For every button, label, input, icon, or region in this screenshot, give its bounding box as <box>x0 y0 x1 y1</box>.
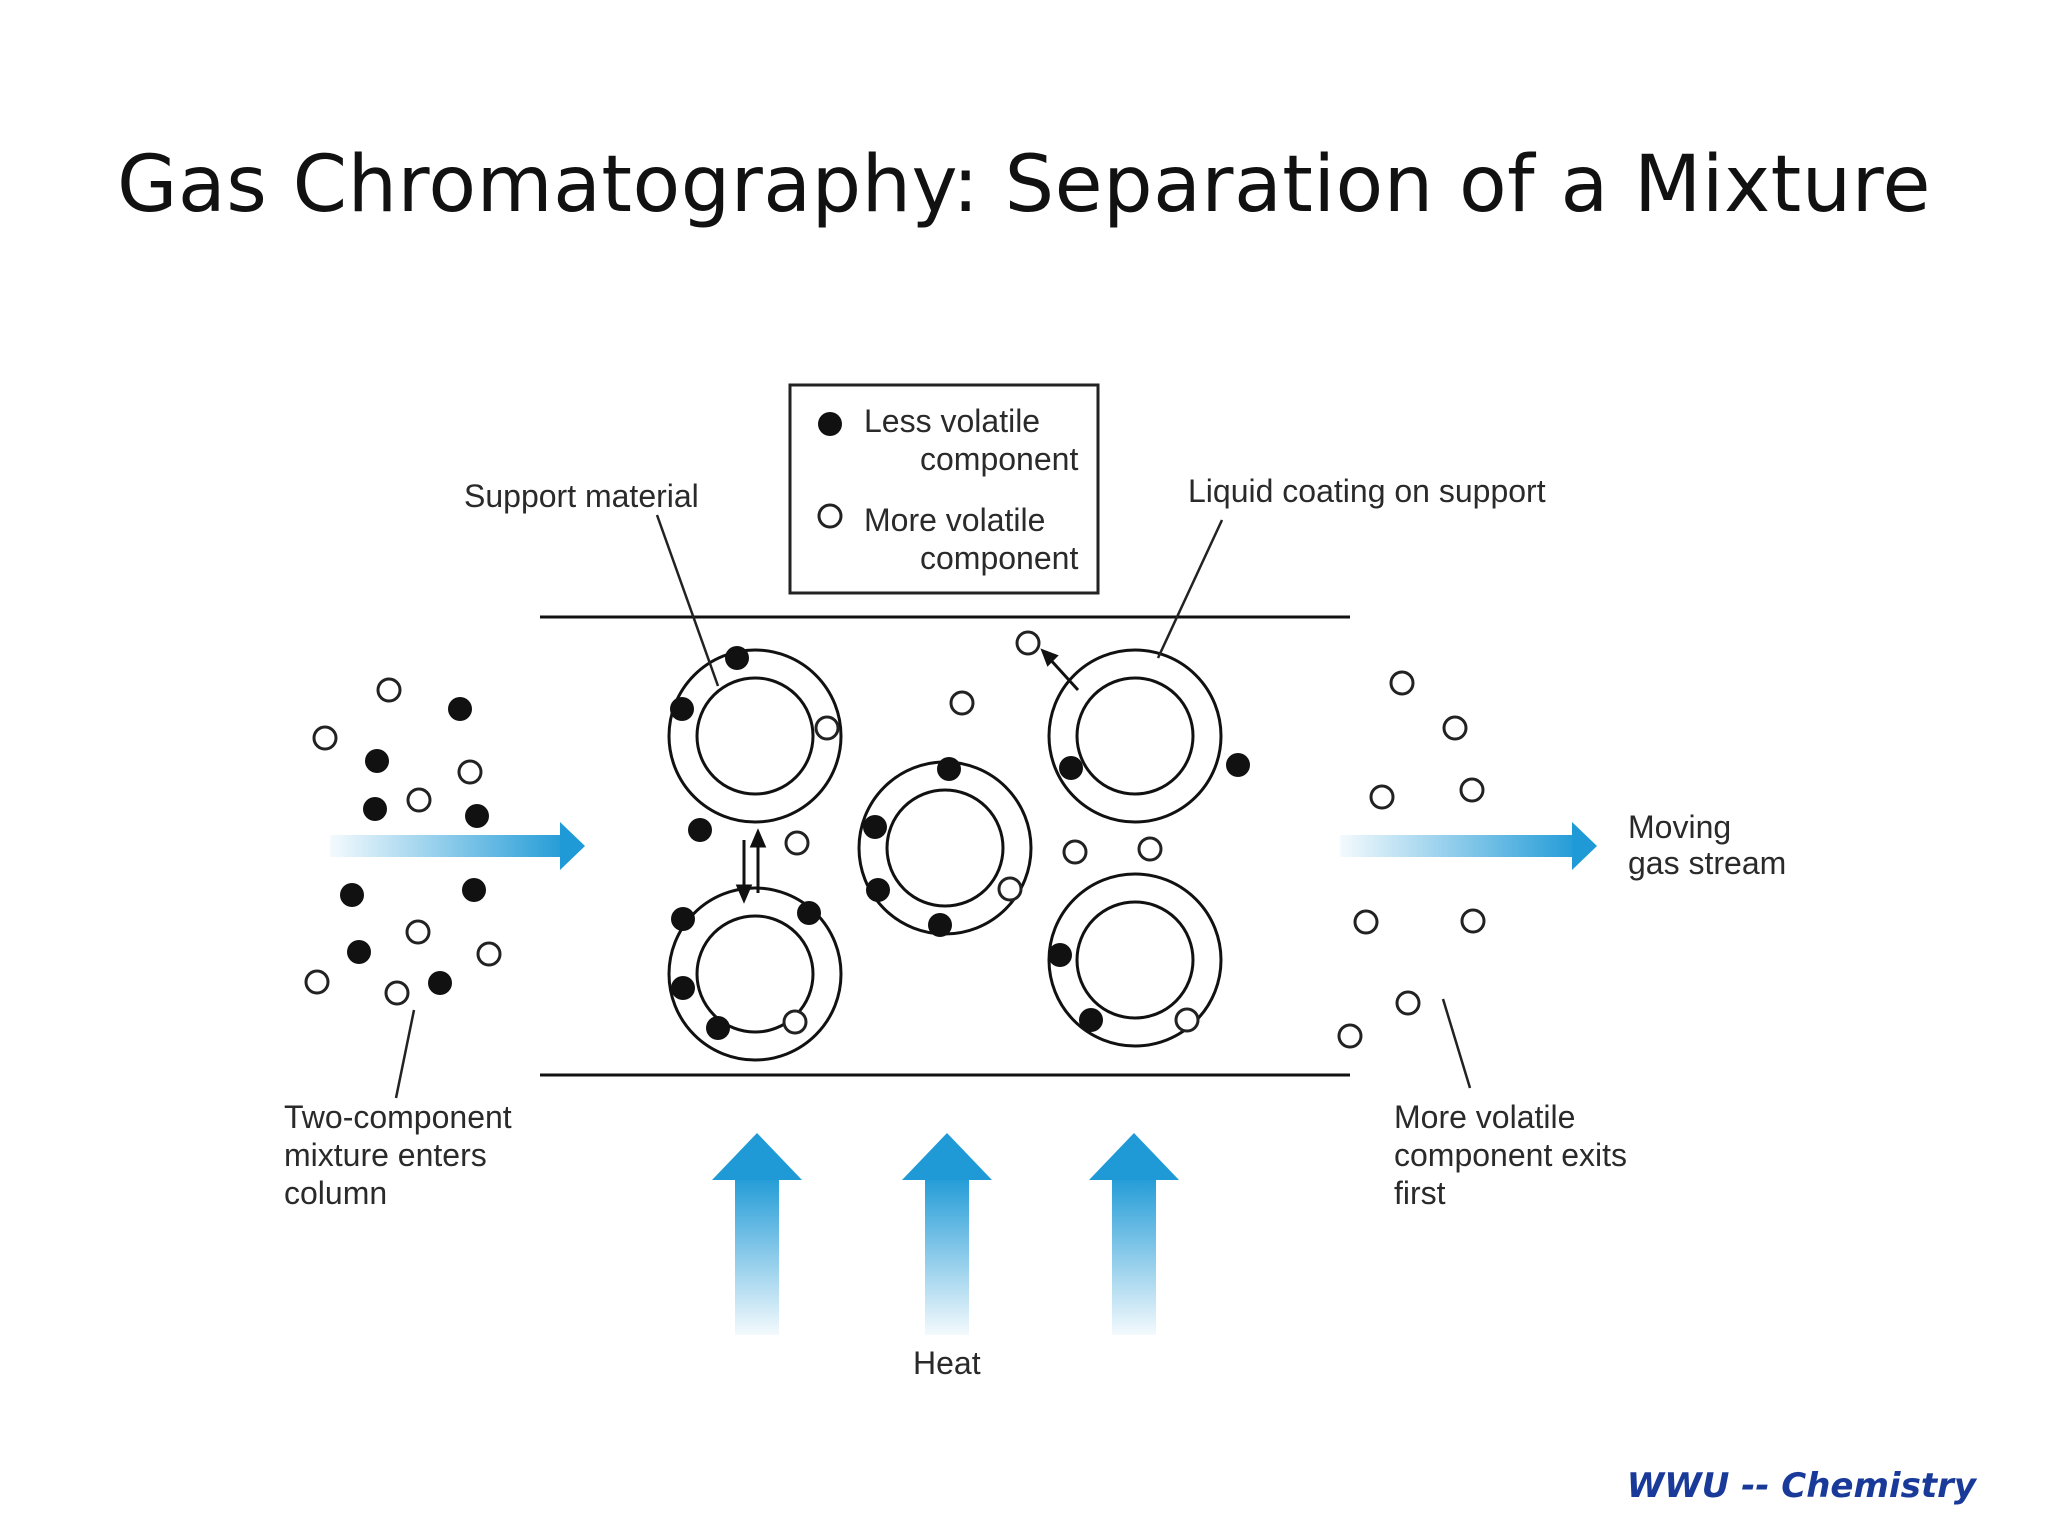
legend-more-volatile-line2: component <box>920 540 1078 576</box>
liquid-coating-label: Liquid coating on support <box>1188 473 1546 509</box>
legend-less-volatile-line2: component <box>920 441 1078 477</box>
slide-title: Gas Chromatography: Separation of a Mixt… <box>116 140 1932 230</box>
moving-gas-label-line2: gas stream <box>1628 845 1786 881</box>
support-particles <box>667 648 1223 1062</box>
mixture-label-line2: mixture enters <box>284 1137 487 1173</box>
leader-lines <box>394 514 1472 1099</box>
legend-less-volatile-line1: Less volatile <box>864 403 1040 439</box>
heat-label: Heat <box>913 1345 981 1381</box>
gas-flow-arrow-out <box>1340 822 1597 870</box>
coating-less-volatile-molecules <box>670 646 1250 1040</box>
exits-first-label-line2: component exits <box>1394 1137 1627 1173</box>
legend-more-volatile-line1: More volatile <box>864 502 1045 538</box>
exchange-arrows <box>735 648 1080 904</box>
exiting-molecules <box>1337 670 1486 1049</box>
incoming-mixture-molecules <box>304 677 502 1006</box>
mixture-label-line1: Two-component <box>284 1099 512 1135</box>
moving-gas-label-line1: Moving <box>1628 809 1731 845</box>
gas-phase-molecules <box>688 630 1163 865</box>
exits-first-label-line3: first <box>1394 1175 1446 1211</box>
mixture-label-line3: column <box>284 1175 387 1211</box>
support-material-label: Support material <box>464 478 699 514</box>
less-volatile-dot-icon <box>818 412 842 436</box>
gas-flow-arrow-in <box>330 822 585 870</box>
heat-arrows <box>712 1133 1179 1335</box>
coating-more-volatile-molecules <box>782 715 1200 1035</box>
exits-first-label-line1: More volatile <box>1394 1099 1575 1135</box>
more-volatile-dot-icon <box>817 503 843 529</box>
legend: Less volatile component More volatile co… <box>788 383 1100 595</box>
footer-credit: WWU -- Chemistry <box>1626 1466 1976 1506</box>
